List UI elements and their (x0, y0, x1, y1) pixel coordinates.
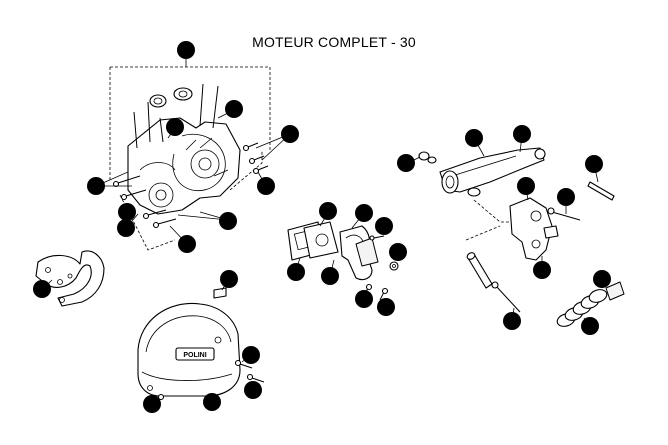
callout-crankcase-half-right (225, 100, 243, 118)
crankcase-bolts-left (112, 175, 177, 229)
sprocket-guard (35, 250, 105, 307)
callout-crankcase-half-left (166, 118, 184, 136)
callout-bracket-bolt (581, 317, 599, 335)
callout-swingarm-washer (513, 125, 531, 143)
callout-flywheel-cover (203, 393, 221, 411)
crankcase-halves (127, 117, 241, 215)
diagram-title: MOTEUR COMPLET - 30 (252, 34, 416, 50)
callout-intake-screw (355, 290, 373, 308)
callout-cover-clip (220, 270, 238, 288)
callout-intake-washer (377, 298, 395, 316)
callout-swingarm-pin (533, 261, 551, 279)
callout-crankcase-bolts (219, 212, 237, 230)
callout-cover-screw-b (244, 381, 262, 399)
callout-cover-screw-c (143, 395, 161, 413)
callout-intake-bolt-b (465, 129, 483, 147)
callout-swingarm-nut (517, 177, 535, 195)
spring (556, 289, 608, 327)
callout-seal (117, 219, 135, 237)
callout-intake-gasket-b (321, 267, 339, 285)
callout-intake-spacer (355, 204, 373, 222)
bearing-pair (149, 87, 193, 108)
callout-sprocket-guard (33, 280, 51, 298)
callout-studs (118, 203, 136, 221)
callout-crankcase-assembly (177, 41, 195, 59)
callout-engine-bracket (503, 312, 521, 330)
callout-cover-screw-a (242, 346, 260, 364)
callout-swingarm-bushing (585, 155, 603, 173)
callout-reed-valve (389, 243, 407, 261)
callout-bearing (257, 177, 275, 195)
callout-swingarm (557, 188, 575, 206)
callout-markers (33, 41, 611, 413)
callout-dowel-pins (178, 235, 196, 253)
callout-cover-nut (287, 263, 305, 281)
intake-group (287, 212, 399, 301)
callout-bracket-spacer (593, 270, 611, 288)
cover-logo: POLINI (183, 352, 206, 359)
callout-intake-bolt-a (397, 154, 415, 172)
crankcase-screws-right (242, 142, 269, 175)
callout-intake-gasket-a (319, 202, 337, 220)
flywheel-cover: POLINI (137, 279, 265, 405)
callout-intake-manifold (375, 217, 393, 235)
swingarm-group (413, 135, 625, 327)
callout-crankcase-screws (281, 125, 299, 143)
callout-drain-screw (87, 177, 105, 195)
